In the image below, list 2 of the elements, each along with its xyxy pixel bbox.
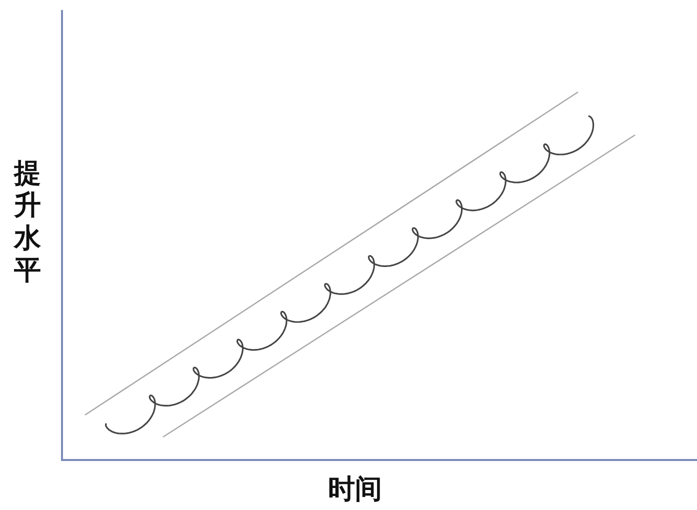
axis-title: 时间 [328,476,382,503]
axis-title: 提升水平 [14,158,42,288]
